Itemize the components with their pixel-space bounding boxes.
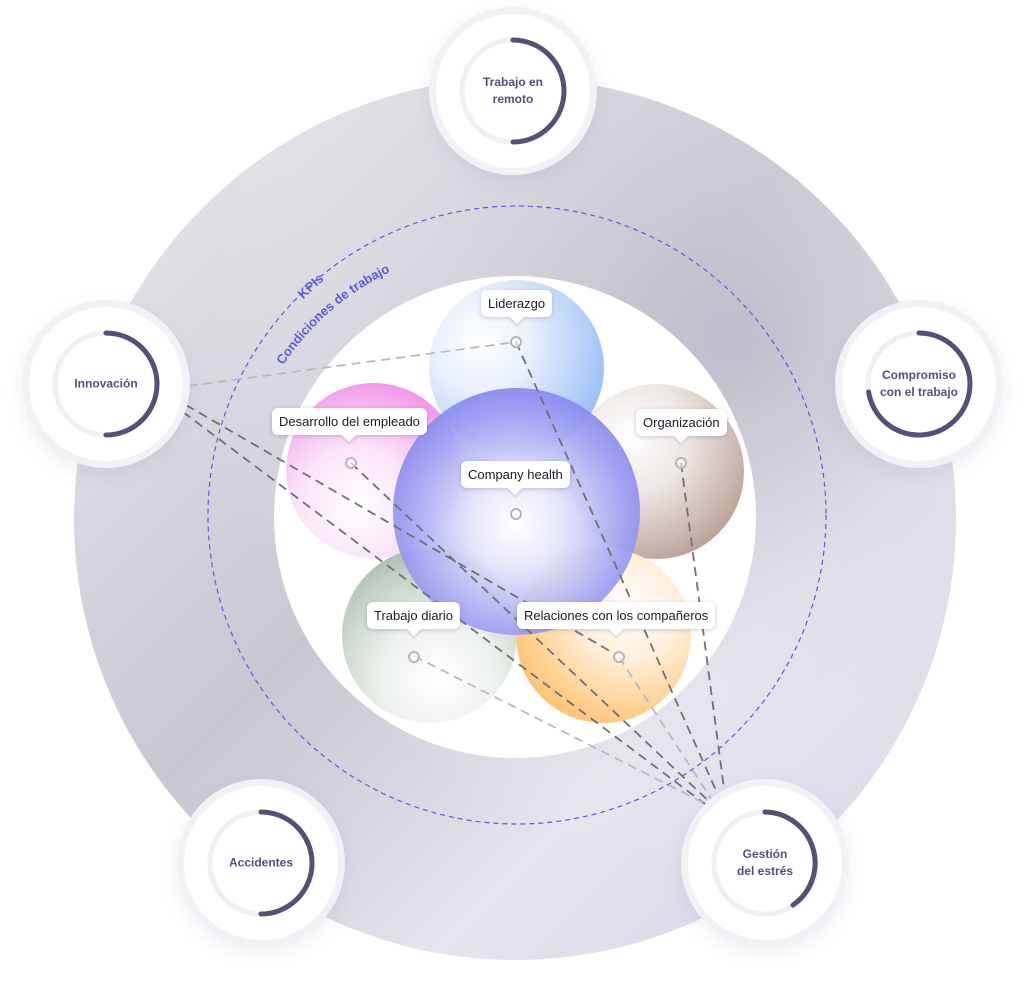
trabajo-diario-label[interactable]: Trabajo diario [367, 602, 461, 629]
progress-ring [865, 330, 973, 438]
desarrollo-label[interactable]: Desarrollo del empleado [272, 408, 427, 435]
organizacion-anchor-dot [675, 457, 687, 469]
progress-ring [207, 809, 315, 917]
relaciones-label[interactable]: Relaciones con los compañeros [517, 602, 716, 629]
organizacion-label[interactable]: Organización [636, 409, 727, 436]
kpi-innovacion[interactable]: Innovación [22, 300, 190, 468]
kpi-label: Accidentes [228, 855, 294, 870]
trabajo-diario-anchor-dot [408, 651, 420, 663]
liderazgo-anchor-dot [510, 336, 522, 348]
company-health-anchor-dot [510, 508, 522, 520]
relaciones-anchor-dot [613, 651, 625, 663]
company-health-label[interactable]: Company health [461, 461, 570, 488]
kpi-label: Innovación [74, 376, 138, 391]
kpi-dashed-circle [207, 205, 827, 825]
progress-ring [711, 809, 819, 917]
desarrollo-anchor-dot [345, 457, 357, 469]
liderazgo-label[interactable]: Liderazgo [481, 290, 553, 317]
progress-ring [52, 330, 160, 438]
progress-ring [459, 37, 567, 145]
kpi-accidentes[interactable]: Accidentes [177, 779, 345, 947]
